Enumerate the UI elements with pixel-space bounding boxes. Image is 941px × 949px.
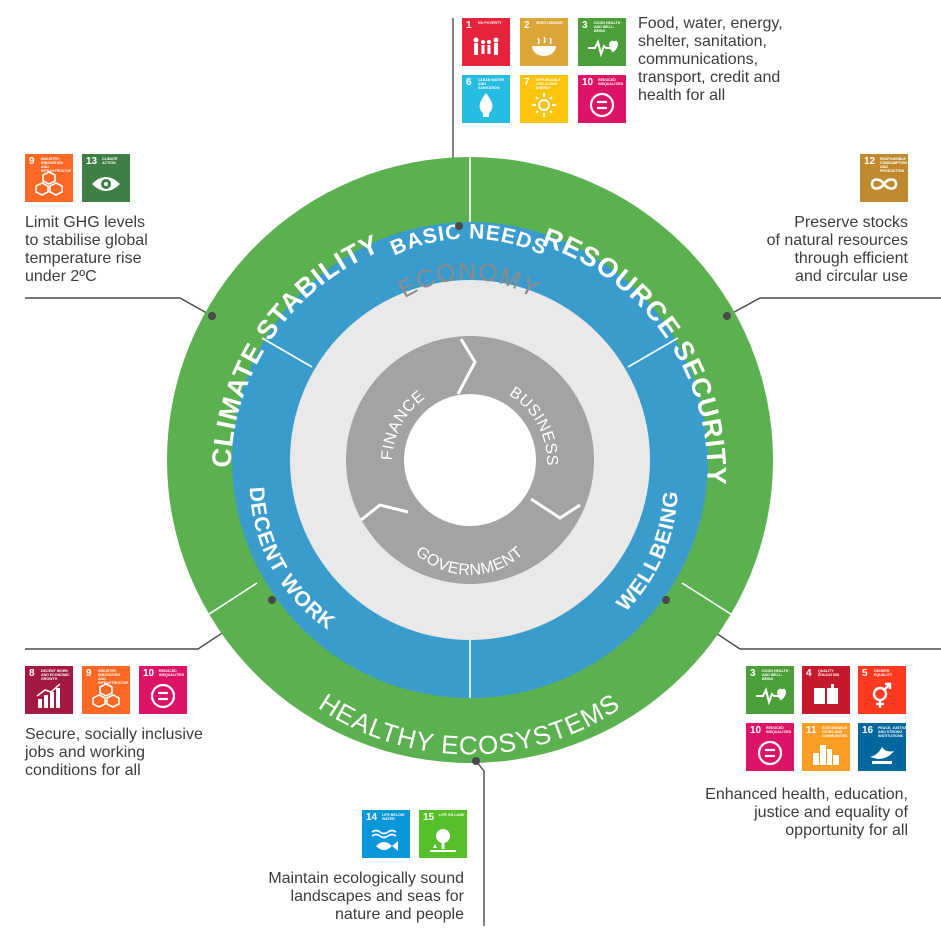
sdg-title: No poverty: [478, 21, 502, 25]
desc-resource-security: Preserve stocks of natural resources thr…: [766, 214, 908, 285]
sdg-number: 10: [143, 668, 155, 679]
desc-healthy-ecosystems: Maintain ecologically sound landscapes a…: [268, 870, 464, 923]
sdg-14-tile: 14 Life below water: [362, 810, 410, 858]
sdg-number: 2: [524, 20, 530, 31]
leader-resource-security: [726, 297, 941, 317]
sdg-title: Climate action: [102, 157, 118, 165]
sdg-title: Decent work and economic growth: [41, 669, 70, 681]
sdg-title: Good health and well-being: [762, 669, 789, 681]
sdg-7-tile: 7 Affordable and clean energy: [520, 75, 568, 123]
sdg-number: 1: [466, 20, 472, 31]
sdg-title: Life on land: [439, 813, 465, 817]
sdg-title: Clean water and sanitation: [478, 78, 505, 90]
desc-climate-stability: Limit GHG levels to stabilise global tem…: [25, 214, 148, 285]
sdg-number: 15: [423, 812, 435, 823]
sdg-title: Reduced inequalities: [159, 669, 185, 677]
sdg-number: 14: [366, 812, 378, 823]
sdg-title: Peace, justice and strong institutions: [878, 726, 908, 738]
sdg-title: Life below water: [382, 813, 405, 821]
sdg-2-tile: 2 Zero hunger: [520, 18, 568, 66]
sdg-13-tile: 13 Climate action: [82, 154, 130, 202]
sdg-number: 4: [806, 668, 812, 679]
sdg-title: Good health and well-being: [594, 21, 621, 33]
sdg-title: Gender equality: [874, 669, 893, 677]
sdg-10-tile: 10 Reduced inequalities: [746, 723, 794, 771]
sdg-10-tile: 10 Reduced inequalities: [578, 75, 626, 123]
sdg-number: 9: [29, 156, 35, 167]
sdg-title: Zero hunger: [536, 21, 563, 25]
sdg-title: Affordable and clean energy: [536, 78, 561, 90]
sdg-number: 10: [582, 77, 594, 88]
sdg-4-tile: 4 Quality education: [802, 666, 850, 714]
core-center: [404, 394, 536, 526]
sdg-3-tile: 3 Good health and well-being: [746, 666, 794, 714]
sdg-number: 5: [862, 668, 868, 679]
sdg-9-tile: 9 Industry, innovation and infrastructure: [82, 666, 130, 714]
sdg-6-tile: 6 Clean water and sanitation: [462, 75, 510, 123]
sdg-number: 6: [466, 77, 472, 88]
sdg-title: Responsible consumption and production: [880, 157, 907, 173]
desc-wellbeing: Enhanced health, education, justice and …: [705, 786, 908, 839]
sdg-11-tile: 11 Sustainable cities and communities: [802, 723, 850, 771]
sdg-number: 9: [86, 668, 92, 679]
leader-healthy-ecosystems: [475, 760, 485, 926]
sdg-number: 3: [582, 20, 588, 31]
sdg-title: Reduced inequalities: [766, 726, 792, 734]
core-separators: [360, 338, 581, 522]
sdg-16-tile: 16 Peace, justice and strong institutions: [858, 723, 908, 771]
sdg-5-tile: 5 Gender equality: [858, 666, 906, 714]
sdg-title: Quality education: [818, 669, 840, 677]
sdg-title: Industry, innovation and infrastructure: [41, 157, 71, 173]
sdg-title: Industry, innovation and infrastructure: [98, 669, 128, 685]
sdg-8-tile: 8 Decent work and economic growth: [25, 666, 73, 714]
sdg-1-tile: 1 No poverty: [462, 18, 510, 66]
desc-basic-needs: Food, water, energy, shelter, sanitation…: [638, 15, 783, 104]
sdg-15-tile: 15 Life on land: [419, 810, 467, 858]
sdg-number: 8: [29, 668, 35, 679]
sdg-12-tile: 12 Responsible consumption and production: [860, 154, 908, 202]
sdg-title: Sustainable cities and communities: [822, 726, 848, 738]
sdg-3-tile: 3 Good health and well-being: [578, 18, 626, 66]
sdg-number: 11: [806, 725, 817, 736]
sdg-number: 3: [750, 668, 756, 679]
sdg-number: 16: [862, 725, 874, 736]
sdg-10-tile: 10 Reduced inequalities: [139, 666, 187, 714]
desc-decent-work: Secure, socially inclusive jobs and work…: [25, 726, 203, 779]
sdg-number: 12: [864, 156, 876, 167]
sdg-title: Reduced inequalities: [598, 78, 624, 86]
leader-climate-stability: [25, 297, 213, 317]
sdg-number: 7: [524, 77, 530, 88]
ring-separators: [202, 157, 738, 698]
sdg-9-tile: 9 Industry, innovation and infrastructure: [25, 154, 73, 202]
sdg-number: 13: [86, 156, 98, 167]
leader-dots: [208, 222, 731, 765]
sdg-number: 10: [750, 725, 762, 736]
